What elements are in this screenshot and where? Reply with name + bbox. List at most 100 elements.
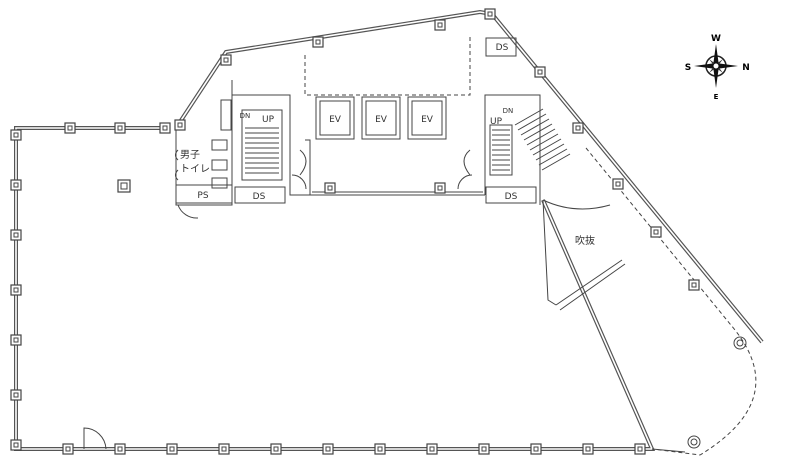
- column-core: [653, 229, 659, 235]
- stairs-right: [489, 108, 571, 176]
- column-core: [177, 122, 183, 128]
- balcony-outline: [585, 147, 757, 456]
- column: [218, 443, 230, 455]
- compass-icon: W N S E: [685, 34, 750, 101]
- column-core: [325, 446, 331, 452]
- column-core: [169, 446, 175, 452]
- column-core: [533, 446, 539, 452]
- column: [114, 122, 126, 134]
- ds-right-label: DS: [505, 192, 518, 202]
- column-core: [67, 125, 73, 131]
- column-core: [575, 125, 581, 131]
- column: [312, 36, 324, 48]
- column-core: [429, 446, 435, 452]
- column-core: [13, 287, 19, 293]
- elevator-shafts: [315, 96, 447, 140]
- stair-right-down: DN: [503, 107, 514, 115]
- column-core: [13, 232, 19, 238]
- column: [64, 122, 76, 134]
- column: [650, 226, 662, 238]
- stair-left-down: DN: [240, 112, 251, 120]
- column-core: [13, 392, 19, 398]
- column-core: [13, 182, 19, 188]
- column-core: [691, 282, 697, 288]
- restroom-label-2: トイレ: [180, 164, 210, 175]
- column: [612, 178, 624, 190]
- column-core: [437, 185, 443, 191]
- compass-n: N: [742, 63, 750, 73]
- compass-w: W: [711, 34, 721, 44]
- stair-step: [538, 148, 568, 166]
- elevator-1: EV: [329, 115, 342, 125]
- column: [114, 443, 126, 455]
- column: [484, 8, 496, 20]
- column: [324, 182, 336, 194]
- column: [270, 443, 282, 455]
- column: [634, 443, 646, 455]
- void-label: 吹抜: [575, 234, 595, 247]
- elevator-3: EV: [421, 115, 434, 125]
- stair-step: [529, 133, 559, 151]
- column: [10, 129, 22, 141]
- column-core: [615, 181, 621, 187]
- toilet-fixtures: [175, 99, 232, 189]
- column: [10, 334, 22, 346]
- column: [10, 284, 22, 296]
- compass-s: S: [685, 63, 691, 73]
- column: [534, 66, 546, 78]
- column-core: [315, 39, 321, 45]
- column-core: [13, 132, 19, 138]
- columns: [10, 8, 700, 455]
- column: [434, 19, 446, 31]
- column: [322, 443, 334, 455]
- column: [220, 54, 232, 66]
- column: [426, 443, 438, 455]
- compass-e: E: [714, 93, 719, 101]
- column-core: [221, 446, 227, 452]
- ps-label: PS: [197, 191, 208, 201]
- column: [174, 119, 186, 131]
- column: [572, 122, 584, 134]
- core-walls: [83, 35, 626, 450]
- column-core: [537, 69, 543, 75]
- column-core: [13, 442, 19, 448]
- column: [10, 229, 22, 241]
- column: [434, 182, 446, 194]
- exterior-walls: [14, 9, 764, 453]
- stair-step: [523, 123, 553, 141]
- column-core: [637, 446, 643, 452]
- column: [10, 179, 22, 191]
- stair-step: [532, 138, 562, 156]
- stair-step: [520, 118, 550, 136]
- column-core: [65, 446, 71, 452]
- stair-step: [535, 143, 565, 161]
- column: [478, 443, 490, 455]
- column-core: [13, 337, 19, 343]
- column-core: [273, 446, 279, 452]
- elevator-2: EV: [375, 115, 388, 125]
- column: [10, 389, 22, 401]
- stair-left-up: UP: [262, 115, 275, 125]
- column: [582, 443, 594, 455]
- column-core: [487, 11, 493, 17]
- stair-step: [526, 128, 556, 146]
- ds-left-label: DS: [253, 192, 266, 202]
- column: [10, 439, 22, 451]
- column: [159, 122, 171, 134]
- stair-step: [517, 113, 547, 131]
- column: [62, 443, 74, 455]
- column: [166, 443, 178, 455]
- column-core: [117, 125, 123, 131]
- stair-right-up: UP: [490, 117, 503, 127]
- column-core: [223, 57, 229, 63]
- stair-step: [514, 108, 544, 126]
- column-core: [481, 446, 487, 452]
- column-core: [327, 185, 333, 191]
- column-core: [437, 22, 443, 28]
- column-core: [162, 125, 168, 131]
- stairs-left: [241, 109, 283, 181]
- column: [688, 279, 700, 291]
- column: [374, 443, 386, 455]
- column: [530, 443, 542, 455]
